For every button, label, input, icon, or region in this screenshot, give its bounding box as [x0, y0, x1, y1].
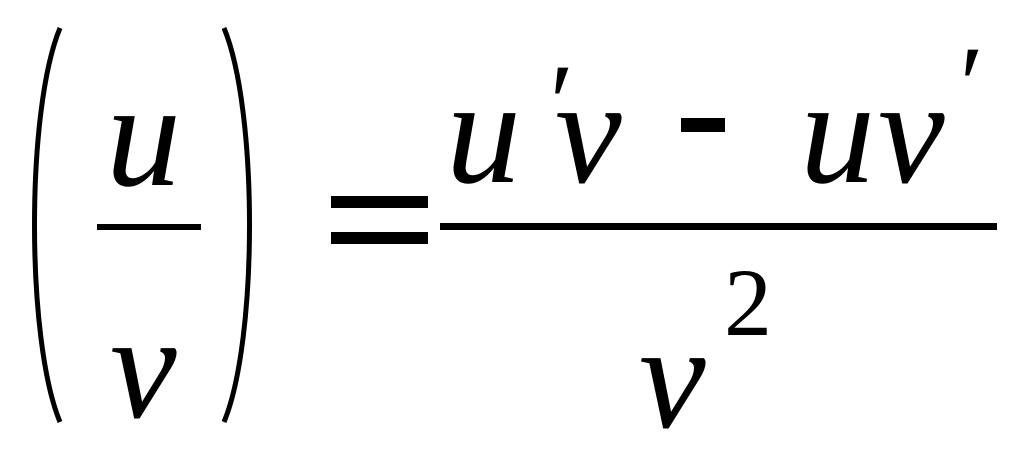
rhs-numerator-term1-prime: ′: [543, 42, 568, 164]
right-parenthesis: [221, 27, 252, 423]
equals-sign-top-bar: [331, 196, 428, 208]
rhs-numerator-term2-v: v: [878, 49, 945, 215]
rhs-denominator-base: v: [639, 294, 706, 460]
rhs-numerator-term1-u: u: [446, 49, 521, 215]
left-parenthesis: [32, 27, 63, 423]
lhs-numerator: u: [106, 52, 181, 218]
rhs-numerator-term1-v: v: [555, 49, 622, 215]
rhs-fraction-bar: [440, 223, 997, 230]
rhs-numerator-term2-u: u: [800, 49, 875, 215]
lhs-fraction-bar: [97, 224, 201, 230]
rhs-numerator-minus-sign: [681, 118, 725, 132]
rhs-numerator-term2-prime: ′: [953, 24, 978, 146]
rhs-denominator-exponent: 2: [724, 249, 772, 356]
lhs-denominator: v: [110, 284, 177, 450]
equals-sign-bottom-bar: [331, 232, 428, 244]
